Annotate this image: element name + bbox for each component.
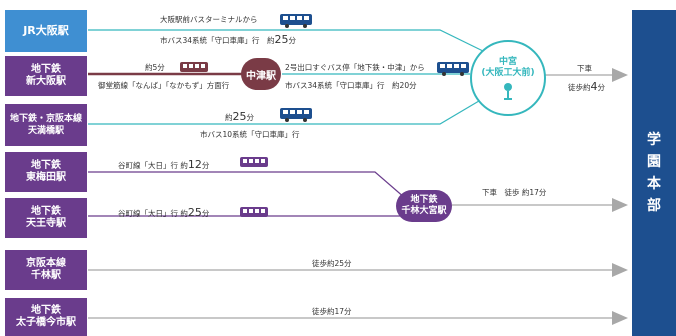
train-icon (240, 157, 268, 167)
station-tennoji: 地下鉄 天王寺駅 (5, 198, 87, 238)
umeda-route-label: 谷町線「大日」行 約12分 (118, 158, 210, 171)
station-taishibashi: 地下鉄 太子橋今市駅 (5, 298, 87, 336)
walk-4-label: 徒歩約4分 (568, 80, 605, 93)
arrowhead-4 (612, 311, 628, 325)
arrowhead-1 (612, 68, 628, 82)
station-shin-osaka: 地下鉄 新大阪駅 (5, 56, 87, 96)
station-senbayashi: 京阪本線 千林駅 (5, 250, 87, 290)
arrowhead-2 (612, 198, 628, 212)
bus-icon (280, 108, 312, 122)
higashi-umeda-line (88, 171, 406, 199)
tenma-time-label: 約25分 (225, 110, 254, 123)
bus-stop-icon (504, 82, 512, 100)
tenmabashi-bus-line (88, 97, 485, 125)
tenma-route-label: 市バス10系統「守口車庫」行 (200, 130, 300, 139)
senbayashi-omiya-walk-label: 下車 徒歩 約17分 (482, 188, 547, 197)
station-tenmabashi: 地下鉄・京阪本線 天満橋駅 (5, 104, 87, 146)
station-jr-osaka: JR大阪駅 (5, 10, 87, 52)
node-nakatsu: 中津駅 (241, 58, 281, 90)
nakatsu-bus-label-1: 2号出口すぐバス停「地下鉄・中津」から (285, 63, 425, 72)
get-off-label: 下車 (577, 64, 592, 73)
jr-bus-label-1: 大阪駅前バスターミナルから (160, 15, 258, 24)
shin-osaka-note: 御堂筋線「なんば」「なかもず」方面行 (98, 81, 230, 90)
destination-campus-hq: 学 園 本 部 (632, 10, 676, 336)
senbayashi-walk-label: 徒歩約25分 (312, 259, 352, 268)
train-icon (180, 62, 208, 72)
node-nakamiya: 中宮 (大阪工大前) (470, 40, 546, 116)
train-icon (240, 207, 268, 217)
taishibashi-walk-label: 徒歩約17分 (312, 307, 352, 316)
station-higashi-umeda: 地下鉄 東梅田駅 (5, 152, 87, 192)
jr-bus-line (88, 29, 486, 53)
bus-icon (280, 14, 312, 28)
arrowhead-3 (612, 263, 628, 277)
tennoji-route-label: 谷町線「大日」行 約25分 (118, 206, 210, 219)
node-senbayashi-omiya: 地下鉄 千林大宮駅 (396, 190, 452, 222)
bus-icon (437, 62, 469, 76)
shin-osaka-train-time: 約5分 (145, 63, 165, 72)
jr-bus-label-2: 市バス34系統「守口車庫」行 約25分 (160, 33, 297, 46)
nakatsu-bus-label-2: 市バス34系統「守口車庫」行 約20分 (285, 81, 417, 90)
